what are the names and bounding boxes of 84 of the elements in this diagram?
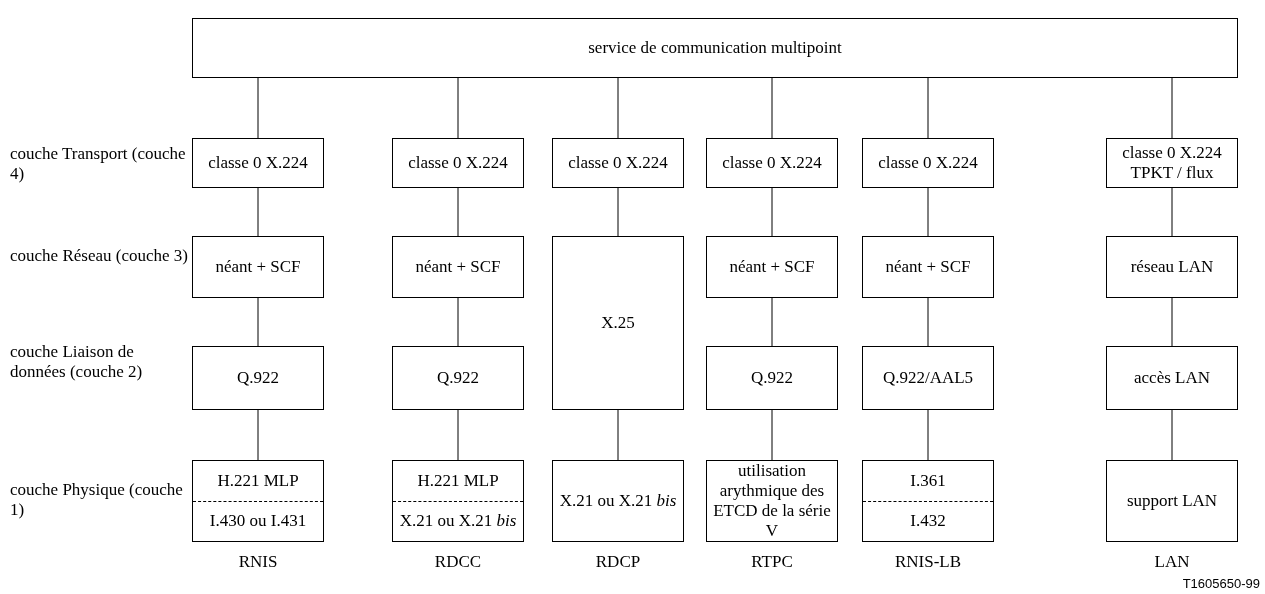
connector-line (617, 77, 619, 139)
protocol-text: H.221 MLP (417, 470, 499, 491)
connector-line (257, 409, 259, 461)
protocol-box (392, 138, 524, 188)
protocol-box (192, 138, 324, 188)
protocol-box (392, 346, 524, 410)
connector-line (457, 409, 459, 461)
connector-line (771, 77, 773, 139)
connector-line (771, 409, 773, 461)
connector-line (1171, 77, 1173, 139)
protocol-text: support LAN (1126, 491, 1218, 511)
layer-label: couche Physique (couche 1) (10, 480, 184, 520)
protocol-box (392, 460, 524, 542)
connector-line (457, 187, 459, 237)
protocol-text: classe 0 X.224 (208, 153, 308, 173)
protocol-box (1106, 138, 1238, 188)
protocol-box (392, 236, 524, 298)
protocol-text: accès LAN (1134, 368, 1210, 388)
connector-line (617, 187, 619, 237)
protocol-box (192, 236, 324, 298)
protocol-text: classe 0 X.224 (568, 153, 668, 173)
protocol-box (706, 138, 838, 188)
protocol-text: classe 0 X.224 (722, 153, 822, 173)
protocol-box (862, 460, 994, 542)
protocol-text: néant + SCF (415, 257, 501, 277)
protocol-text: I.432 (910, 511, 946, 532)
protocol-text: X.21 ou X.21 bis (399, 511, 517, 532)
protocol-box (862, 236, 994, 298)
protocol-text: classe 0 X.224 TPKT / flux (1121, 143, 1223, 183)
connector-line (457, 297, 459, 347)
protocol-box (552, 138, 684, 188)
protocol-text: néant + SCF (729, 257, 815, 277)
protocol-box (192, 346, 324, 410)
connector-line (927, 187, 929, 237)
figure-code: T1605650-99 (1181, 575, 1260, 593)
protocol-box (862, 138, 994, 188)
connector-line (257, 77, 259, 139)
protocol-box (1106, 460, 1238, 542)
network-label: RTPC (750, 552, 794, 572)
protocol-text: X.25 (601, 313, 635, 333)
protocol-box (1106, 236, 1238, 298)
network-label: RDCC (433, 552, 483, 572)
protocol-text: néant + SCF (885, 257, 971, 277)
service-box (192, 18, 1238, 78)
protocol-text: Q.922 (437, 368, 479, 388)
connector-line (927, 77, 929, 139)
layer-label: couche Réseau (couche 3) (10, 246, 189, 266)
connector-line (257, 187, 259, 237)
protocol-text: I.430 ou I.431 (209, 511, 307, 532)
protocol-text: classe 0 X.224 (878, 153, 978, 173)
network-label: RDCP (594, 552, 642, 572)
network-label: RNIS (237, 552, 279, 572)
connector-line (771, 297, 773, 347)
protocol-text: Q.922/AAL5 (882, 368, 974, 388)
network-label: LAN (1153, 552, 1191, 572)
connector-line (1171, 187, 1173, 237)
connector-line (771, 187, 773, 237)
connector-line (617, 409, 619, 461)
protocol-box (1106, 346, 1238, 410)
layer-label: couche Liaison de données (couche 2) (10, 342, 144, 382)
protocol-box (706, 346, 838, 410)
protocol-box (552, 460, 684, 542)
protocol-text: H.221 MLP (217, 470, 299, 491)
protocol-text: utilisation arythmique des ETCD de la série V (712, 461, 832, 541)
network-label: RNIS-LB (893, 552, 963, 572)
protocol-box (706, 236, 838, 298)
protocol-text: I.361 (910, 470, 946, 491)
protocol-text: néant + SCF (215, 257, 301, 277)
protocol-text: Q.922 (237, 368, 279, 388)
protocol-text: classe 0 X.224 (408, 153, 508, 173)
connector-line (257, 297, 259, 347)
protocol-text: X.21 ou X.21 bis (559, 491, 677, 511)
connector-line (457, 77, 459, 139)
connector-line (927, 409, 929, 461)
layer-label: couche Transport (couche 4) (10, 144, 187, 184)
protocol-text: service de communication multipoint (588, 38, 842, 58)
protocol-text: réseau LAN (1130, 257, 1214, 277)
connector-line (1171, 297, 1173, 347)
protocol-box (552, 236, 684, 410)
protocol-box (862, 346, 994, 410)
protocol-box (192, 460, 324, 542)
protocol-text: Q.922 (751, 368, 793, 388)
connector-line (1171, 409, 1173, 461)
connector-line (927, 297, 929, 347)
